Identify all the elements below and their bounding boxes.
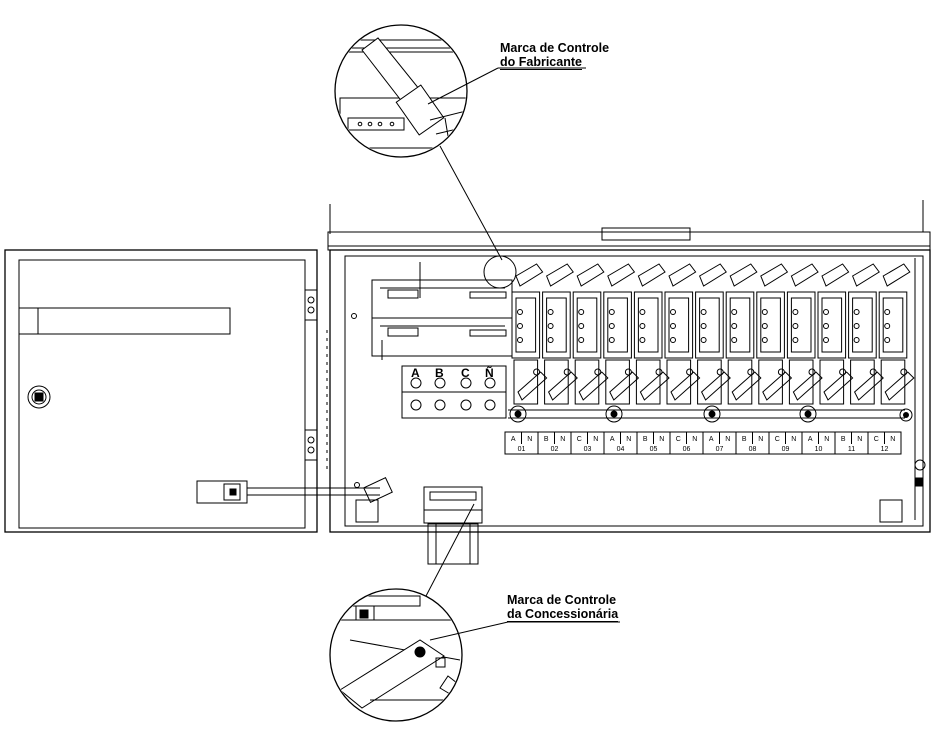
utility-callout-label: Marca de Controle da Concessionária: [507, 593, 619, 622]
terminal-phase-label: C: [576, 436, 582, 443]
terminal-phase-label: N: [527, 436, 533, 443]
terminal-circuit-number: 06: [682, 446, 691, 453]
bus-label-a: A: [411, 366, 420, 380]
bus-label-n: Ñ: [485, 366, 494, 380]
bus-label-c: C: [461, 366, 470, 380]
circuit-breaker-row: [511, 263, 915, 405]
circuit-breaker: [756, 263, 793, 405]
terminal-circuit-number: 03: [583, 446, 592, 453]
door-lock-icon: [27, 385, 51, 409]
terminal-circuit-number: 05: [649, 446, 658, 453]
terminal-phase-label: N: [593, 436, 599, 443]
circuit-breaker: [817, 263, 854, 405]
mount-ring-icon: [509, 405, 527, 423]
terminal-phase-label: N: [890, 436, 896, 443]
terminal-circuit-number: 01: [517, 446, 526, 453]
terminal-circuit-number: 09: [781, 446, 790, 453]
terminal-phase-label: N: [857, 436, 863, 443]
terminal-circuit-number: 10: [814, 446, 823, 453]
manufacturer-callout-line2: do Fabricante: [500, 55, 582, 70]
terminal-phase-label: C: [675, 436, 681, 443]
terminal-phase-label: N: [758, 436, 764, 443]
utility-callout-line2: da Concessionária: [507, 607, 619, 622]
terminal-phase-label: A: [510, 436, 516, 443]
circuit-breaker: [878, 263, 915, 405]
terminal-phase-label: B: [543, 436, 549, 443]
terminal-phase-label: N: [626, 436, 632, 443]
terminal-circuit-number: 11: [847, 446, 856, 453]
bus-label-b: B: [435, 366, 444, 380]
circuit-breaker: [664, 263, 701, 405]
terminal-phase-label: N: [560, 436, 566, 443]
terminal-circuit-number: 08: [748, 446, 757, 453]
utility-callout-line1: Marca de Controle: [507, 593, 617, 607]
terminal-circuit-number: 12: [880, 446, 889, 453]
terminal-phase-label: A: [609, 436, 615, 443]
enclosure-door: [4, 249, 393, 533]
mount-ring-icon: [605, 405, 623, 423]
terminal-phase-label: N: [659, 436, 665, 443]
circuit-breaker: [848, 263, 884, 405]
manufacturer-callout-label: Marca de Controle do Fabricante: [500, 41, 609, 70]
terminal-circuit-number: 02: [550, 446, 559, 453]
terminal-phase-label: B: [741, 436, 747, 443]
terminal-circuit-number: 07: [715, 446, 724, 453]
circuit-breaker: [633, 263, 670, 405]
terminal-phase-label: N: [725, 436, 731, 443]
terminal-phase-label: N: [692, 436, 698, 443]
circuit-breaker: [603, 263, 640, 405]
manufacturer-callout-line1: Marca de Controle: [500, 41, 610, 55]
din-rail-mount-rings: [509, 405, 817, 423]
terminal-phase-label: B: [642, 436, 648, 443]
terminal-phase-label: B: [840, 436, 846, 443]
circuit-breaker: [725, 263, 762, 405]
circuit-breaker: [695, 263, 731, 405]
terminal-phase-label: A: [807, 436, 813, 443]
circuit-breaker: [542, 263, 578, 405]
terminal-phase-label: C: [774, 436, 780, 443]
terminal-phase-label: N: [824, 436, 830, 443]
utility-seal-detail: [329, 503, 620, 722]
door-stay-rod: [196, 477, 393, 504]
terminal-phase-label: A: [708, 436, 714, 443]
terminal-phase-label: C: [873, 436, 879, 443]
cable-gland-icon: [423, 486, 483, 565]
mount-ring-icon: [703, 405, 721, 423]
terminal-circuit-number: 04: [616, 446, 625, 453]
circuit-breaker: [511, 263, 548, 405]
manufacturer-seal-detail: [334, 24, 586, 289]
circuit-breaker: [572, 263, 609, 405]
circuit-breaker: [786, 263, 823, 405]
mount-ring-icon: [799, 405, 817, 423]
terminal-phase-label: N: [791, 436, 797, 443]
